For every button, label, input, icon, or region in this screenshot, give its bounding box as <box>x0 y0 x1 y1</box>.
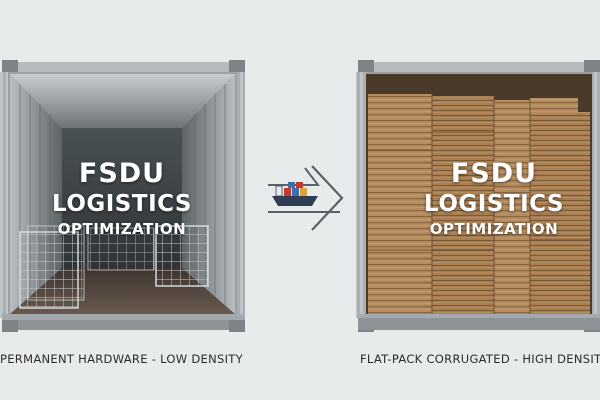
right-title-line2: LOGISTICS <box>423 191 564 217</box>
right-container <box>356 60 600 332</box>
wire-cage-left <box>19 225 85 309</box>
cargo-ship-arrow-icon <box>268 165 344 231</box>
wire-cage-center <box>87 227 155 271</box>
cardboard-stacks <box>368 94 590 314</box>
right-caption: FLAT-PACK CORRUGATED - HIGH DENSITY <box>360 352 600 366</box>
wire-cage-right <box>155 225 209 287</box>
left-title-line3: OPTIMIZATION <box>57 220 187 238</box>
right-title-line3: OPTIMIZATION <box>429 220 559 238</box>
left-caption: PERMANENT HARDWARE - LOW DENSITY <box>0 352 243 366</box>
left-title-line2: LOGISTICS <box>51 191 192 217</box>
left-container <box>0 60 245 332</box>
left-overlay-title: FSDU LOGISTICS OPTIMIZATION <box>22 160 222 237</box>
right-overlay-title: FSDU LOGISTICS OPTIMIZATION <box>394 160 594 237</box>
right-title-line1: FSDU <box>450 158 538 189</box>
left-title-line1: FSDU <box>78 158 166 189</box>
